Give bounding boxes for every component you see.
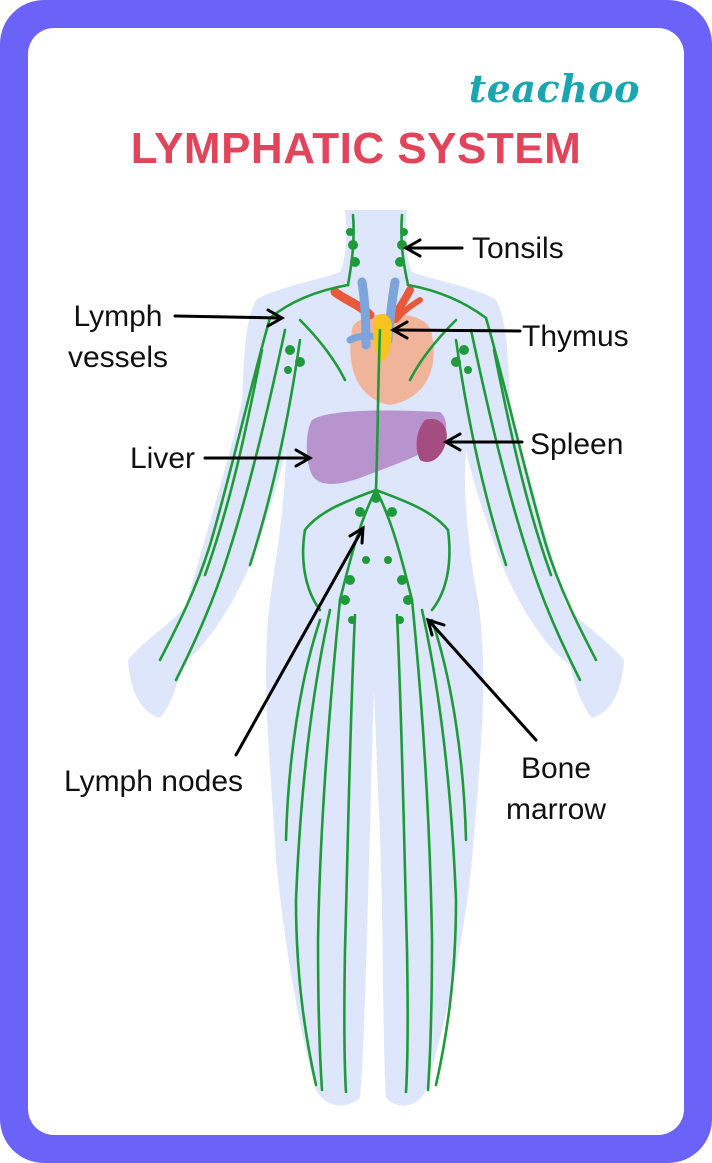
card: teachoo LYMPHATIC SYSTEM xyxy=(28,28,684,1135)
body-silhouette xyxy=(128,210,624,1106)
lymph-nodes xyxy=(284,228,472,624)
lymph-network xyxy=(158,213,598,1094)
label-lymph-vessels-line1: Lymph xyxy=(73,300,163,333)
diagram-title: LYMPHATIC SYSTEM xyxy=(130,124,582,173)
label-lymph-vessels: Lymph vessels xyxy=(68,296,168,379)
label-tonsils: Tonsils xyxy=(472,232,564,265)
brand-logo: teachoo xyxy=(468,66,640,111)
pointer-arrows xyxy=(173,238,538,757)
lymphatic-diagram xyxy=(128,210,624,1106)
label-spleen: Spleen xyxy=(530,428,624,461)
spleen xyxy=(416,418,447,462)
label-bone-marrow-line1: Bone xyxy=(520,752,592,785)
label-bone-marrow: Bone marrow xyxy=(506,748,606,831)
label-lymph-vessels-line2: vessels xyxy=(68,341,169,375)
label-thymus: Thymus xyxy=(522,320,629,353)
label-liver: Liver xyxy=(130,442,196,475)
thymus xyxy=(373,314,392,362)
label-bone-marrow-line2: marrow xyxy=(506,793,607,827)
label-lymph-nodes: Lymph nodes xyxy=(64,765,244,798)
